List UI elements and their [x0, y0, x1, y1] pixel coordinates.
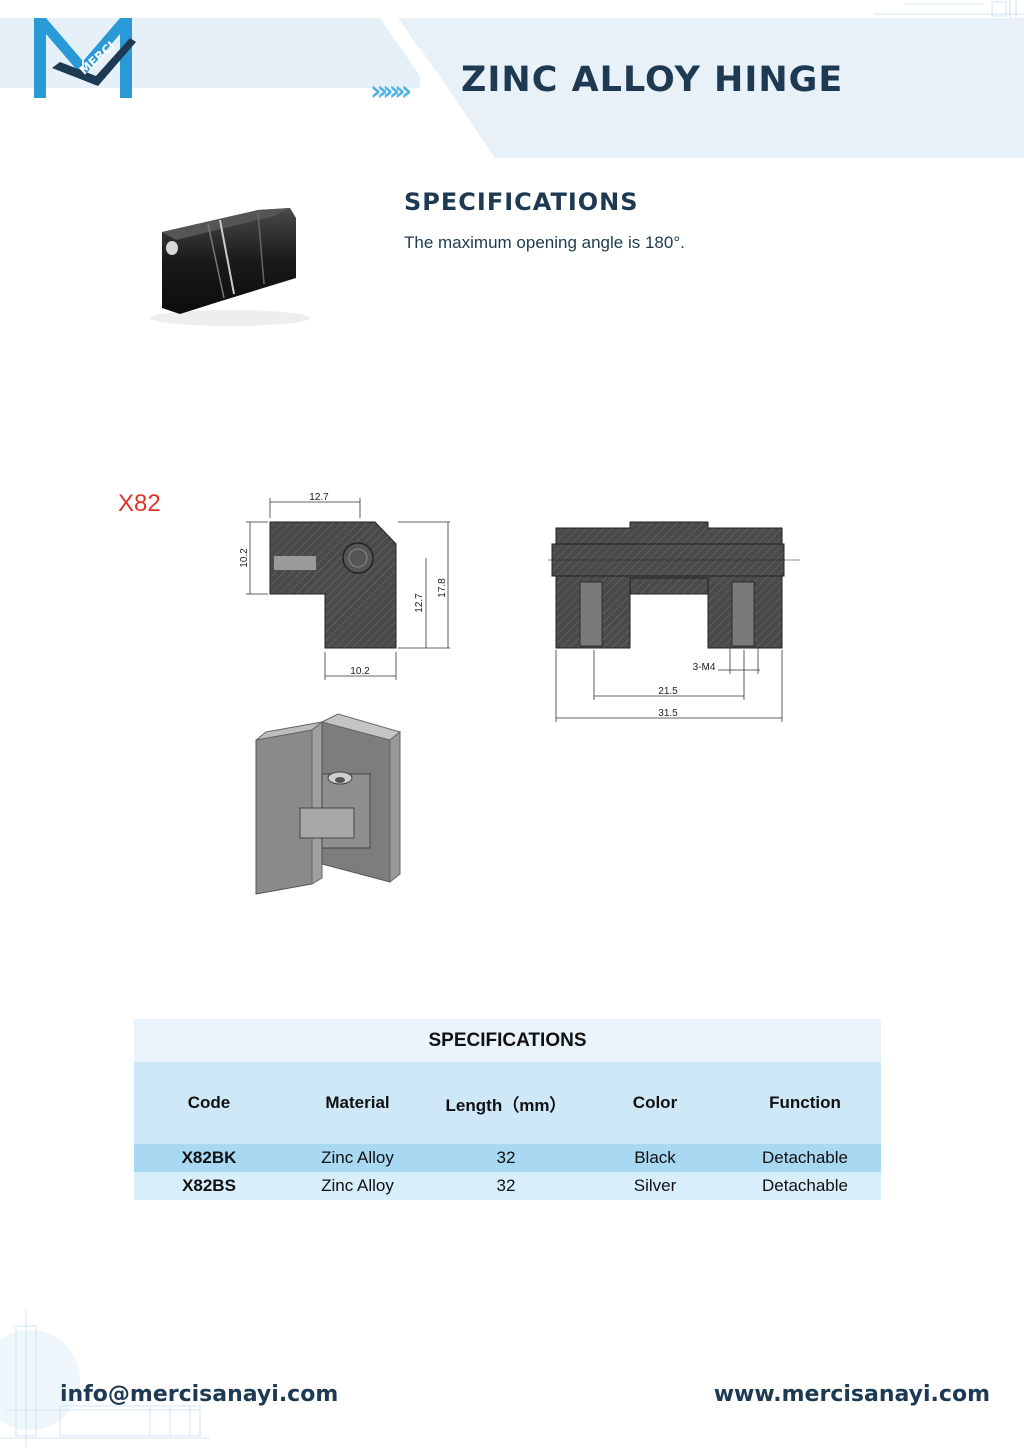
col-header-function: Function [729, 1062, 881, 1144]
header-band-right [400, 18, 1024, 158]
technical-drawing-decoration-top [874, 0, 1024, 18]
cell-code: X82BS [134, 1172, 284, 1200]
table-caption: SPECIFICATIONS [134, 1019, 881, 1062]
page-title: ZINC ALLOY HINGE [461, 60, 844, 100]
dim-total-height: 17.8 [437, 578, 448, 598]
dim-leg-height: 12.7 [414, 593, 425, 613]
cell-color: Black [581, 1144, 729, 1172]
side-view-drawing: 12.7 10.2 12.7 17.8 10.2 [239, 492, 450, 680]
dim-total-length: 31.5 [658, 708, 678, 719]
footer-email-link[interactable]: info@mercisanayi.com [60, 1382, 339, 1407]
footer-website-link[interactable]: www.mercisanayi.com [713, 1382, 990, 1407]
col-header-length: Length（mm） [431, 1062, 581, 1144]
col-header-color: Color [581, 1062, 729, 1144]
cell-length: 32 [431, 1144, 581, 1172]
dim-top-width: 12.7 [309, 492, 329, 503]
cell-material: Zinc Alloy [284, 1172, 431, 1200]
opening-angle-text: The maximum opening angle is 180°. [404, 233, 685, 252]
table-row: X82BS Zinc Alloy 32 Silver Detachable [134, 1172, 881, 1200]
front-view-drawing: 3-M4 21.5 31.5 [548, 521, 800, 722]
cell-function: Detachable [729, 1144, 881, 1172]
cell-material: Zinc Alloy [284, 1144, 431, 1172]
dim-holes: 3-M4 [693, 662, 716, 673]
specifications-table: SPECIFICATIONS Code Material Length（mm） … [134, 1019, 881, 1200]
technical-drawing-decoration-bottom [0, 1310, 210, 1448]
chevron-arrows-icon: »»» [370, 74, 412, 107]
cell-function: Detachable [729, 1172, 881, 1200]
svg-text:MERCI: MERCI [77, 39, 118, 78]
dim-bottom-width: 10.2 [350, 666, 370, 677]
col-header-code: Code [134, 1062, 284, 1144]
specifications-heading: SPECIFICATIONS [404, 188, 639, 216]
table-header-row: Code Material Length（mm） Color Function [134, 1062, 881, 1144]
table-row: X82BK Zinc Alloy 32 Black Detachable [134, 1144, 881, 1172]
col-header-material: Material [284, 1062, 431, 1144]
model-code: X82 [118, 490, 161, 517]
merci-logo: MERCI [34, 18, 136, 98]
hinge-3d-render [255, 713, 402, 895]
cell-length: 32 [431, 1172, 581, 1200]
cell-color: Silver [581, 1172, 729, 1200]
product-photo-black-hinge [150, 208, 310, 326]
dim-hole-spacing: 21.5 [658, 686, 678, 697]
cell-code: X82BK [134, 1144, 284, 1172]
dim-left-height: 10.2 [239, 548, 250, 568]
